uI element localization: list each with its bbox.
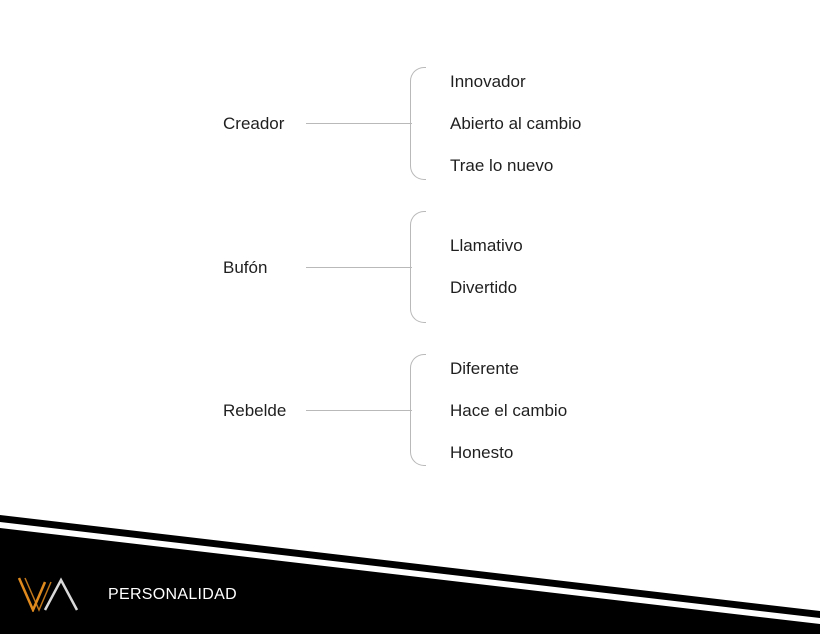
trait-item: Trae lo nuevo [450,156,554,175]
va-logo-icon [17,577,79,612]
curly-bracket [410,354,426,466]
connector-line [306,267,412,268]
trait-item: Hace el cambio [450,401,568,420]
trait-item: Honesto [450,443,514,462]
group-bufon: Bufón Llamativo Divertido [0,211,820,325]
group-rebelde: Rebelde Diferente Hace el cambio Honesto [0,354,820,468]
curly-bracket [410,67,426,180]
footer-stripe [0,515,820,618]
connector-line [306,123,412,124]
connector-line [306,410,412,411]
footer-title: PERSONALIDAD [108,586,237,603]
category-label: Bufón [223,258,268,277]
trait-item: Divertido [450,278,518,297]
footer-background [0,528,820,634]
trait-item: Innovador [450,72,526,91]
trait-item: Abierto al cambio [450,114,582,133]
group-creador: Creador Innovador Abierto al cambio Trae… [0,67,820,181]
trait-item: Diferente [450,359,519,378]
curly-bracket [410,211,426,323]
category-label: Rebelde [223,401,287,420]
footer-band [0,515,820,634]
trait-item: Llamativo [450,236,523,255]
category-label: Creador [223,114,285,133]
